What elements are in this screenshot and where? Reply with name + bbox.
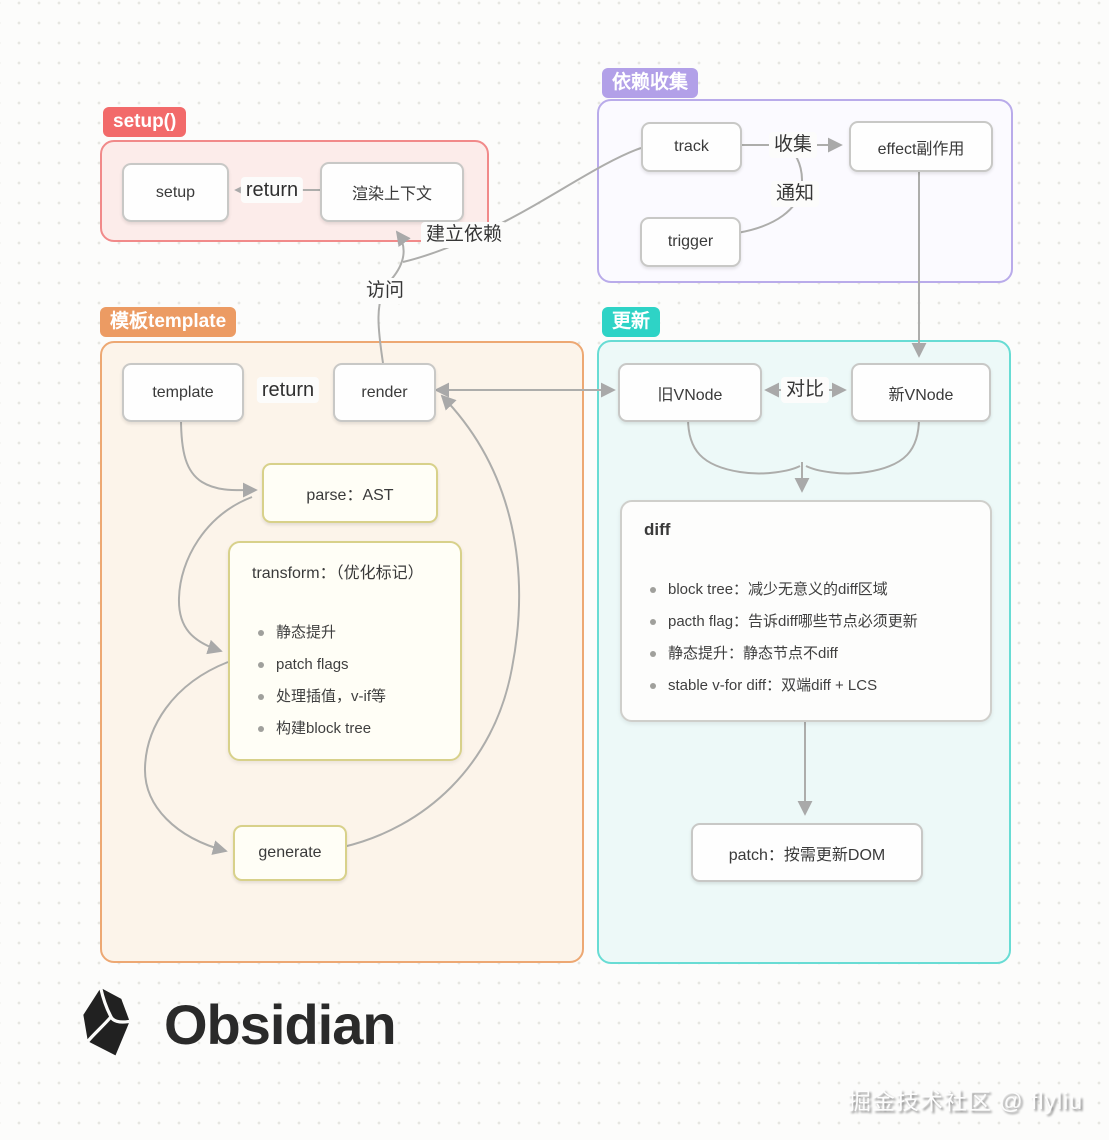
list-item: pacth flag：告诉diff哪些节点必须更新 xyxy=(650,606,980,638)
group-label-update: 更新 xyxy=(602,307,661,337)
edge-label-notify: 通知 xyxy=(770,181,820,207)
list-item: 静态提升：静态节点不diff xyxy=(650,638,980,670)
edge-transform-generate xyxy=(143,661,229,855)
brand-wordmark: Obsidian xyxy=(164,993,397,1056)
card-transform: transform：（优化标记） 静态提升 patch flags 处理插值，v… xyxy=(228,541,462,761)
node-render: render xyxy=(333,363,436,422)
node-trigger: trigger xyxy=(640,217,741,267)
edge-oldvnode-merge xyxy=(687,417,801,475)
transform-title: transform：（优化标记） xyxy=(252,565,424,582)
group-label-setup: setup() xyxy=(103,107,187,137)
diff-bullet-list: block tree：减少无意义的diff区域 pacth flag：告诉dif… xyxy=(622,574,990,702)
edge-template-parse xyxy=(180,417,258,498)
node-generate: generate xyxy=(233,825,347,881)
node-track: track xyxy=(641,122,742,172)
obsidian-logo-icon xyxy=(78,986,144,1063)
edge-generate-render xyxy=(342,394,520,848)
node-parse-ast: parse：AST xyxy=(262,463,438,523)
edge-label-compare: 对比 xyxy=(780,377,830,403)
watermark: 掘金技术社区 @ flyliu xyxy=(847,1088,1083,1114)
transform-bullet-list: 静态提升 patch flags 处理插值，v-if等 构建block tree xyxy=(230,617,460,745)
list-item: 静态提升 xyxy=(258,617,450,649)
edge-parse-transform xyxy=(177,496,253,655)
node-template: template xyxy=(122,363,244,422)
diff-title: diff xyxy=(644,520,671,539)
group-label-template: 模板template xyxy=(100,307,237,337)
obsidian-brand: Obsidian xyxy=(78,986,397,1063)
edge-establish-dependency-track xyxy=(402,147,642,263)
edge-label-access: 访问 xyxy=(360,278,410,304)
node-setup: setup xyxy=(122,163,229,222)
node-render-context: 渲染上下文 xyxy=(320,162,464,222)
card-diff: diff block tree：减少无意义的diff区域 pacth flag：… xyxy=(620,500,992,722)
edge-label-return-setup: return xyxy=(240,177,304,203)
node-old-vnode: 旧VNode xyxy=(618,363,762,422)
list-item: patch flags xyxy=(258,649,450,681)
edge-newvnode-merge xyxy=(805,417,920,475)
node-effect: effect副作用 xyxy=(849,121,993,172)
group-label-dependency: 依赖收集 xyxy=(602,68,699,98)
list-item: stable v-for diff：双端diff + LCS xyxy=(650,670,980,702)
list-item: 处理插值，v-if等 xyxy=(258,681,450,713)
list-item: 构建block tree xyxy=(258,713,450,745)
edge-label-collect: 收集 xyxy=(768,132,818,158)
node-new-vnode: 新VNode xyxy=(851,363,991,422)
edge-label-return-render: return xyxy=(256,377,320,403)
list-item: block tree：减少无意义的diff区域 xyxy=(650,574,980,606)
edge-label-establish: 建立依赖 xyxy=(420,222,508,248)
node-patch: patch：按需更新DOM xyxy=(691,823,923,882)
